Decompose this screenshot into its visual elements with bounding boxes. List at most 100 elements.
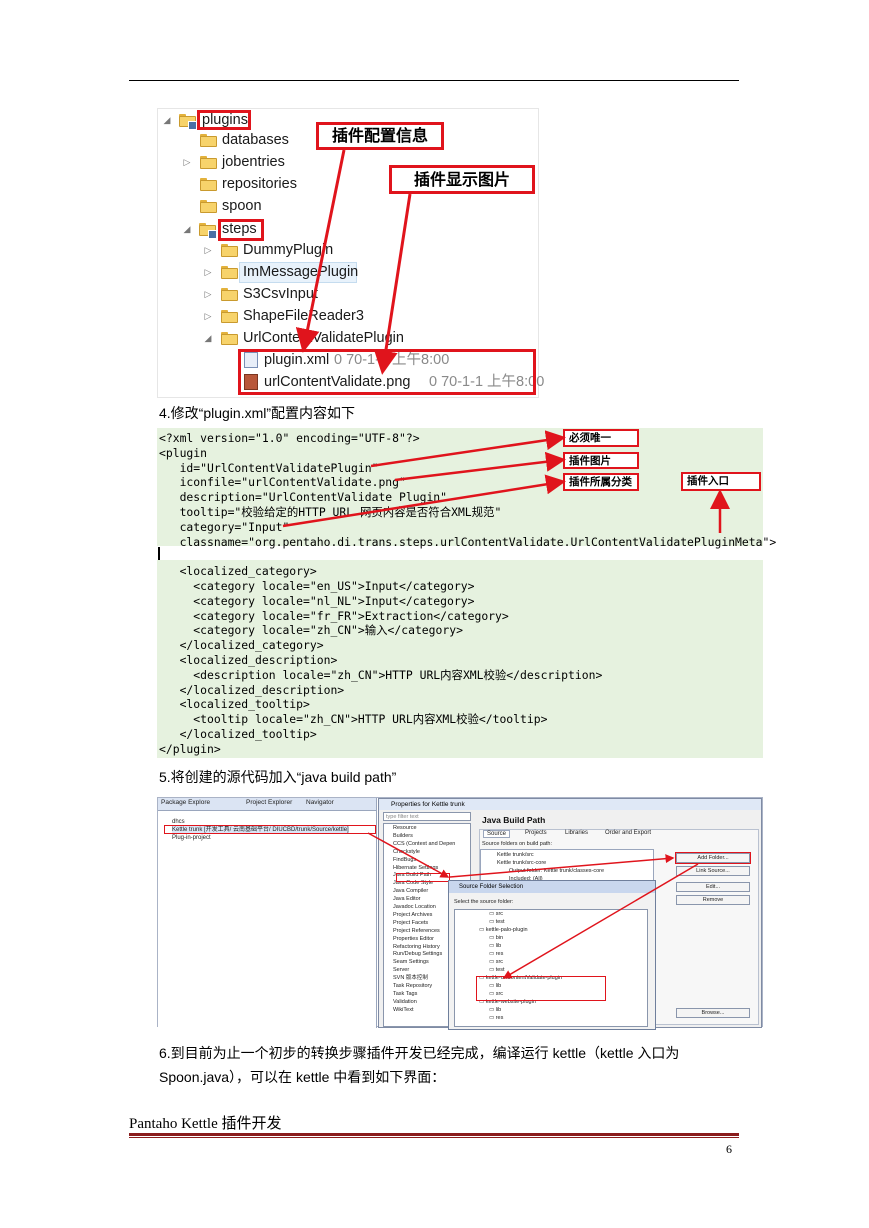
tab-libraries[interactable]: Libraries bbox=[565, 830, 589, 836]
folder-tree-item[interactable]: ▭ res bbox=[489, 951, 504, 957]
header-rule bbox=[129, 80, 739, 81]
project-dhcs[interactable]: dhcs bbox=[172, 819, 185, 825]
arrow-select-folder bbox=[502, 863, 699, 979]
expand-arrow-icon[interactable]: ◢ bbox=[204, 333, 212, 343]
folder-icon bbox=[221, 266, 238, 279]
src-item: Included: (All) bbox=[509, 876, 543, 882]
nav-item[interactable]: Run/Debug Settings bbox=[393, 951, 443, 958]
nav-item[interactable]: Task Tags bbox=[393, 990, 418, 997]
note-image: 插件图片 bbox=[563, 452, 639, 469]
folder-tree-item[interactable]: ▭ lib bbox=[489, 1007, 502, 1013]
folder-tree-item[interactable]: ▭ src bbox=[489, 959, 504, 965]
arrow-config bbox=[295, 149, 346, 353]
project-plugin[interactable]: Plug-in-project bbox=[172, 835, 211, 841]
nav-item[interactable]: Task Repository bbox=[393, 983, 433, 989]
nav-item[interactable]: Java Compiler bbox=[393, 888, 429, 895]
nav-item[interactable]: Project Facets bbox=[393, 919, 429, 926]
figure-build-path: Package Explore Project Explorer Navigat… bbox=[157, 797, 763, 1030]
tree-item-label: spoon bbox=[222, 198, 262, 214]
nav-item[interactable]: Validation bbox=[393, 998, 417, 1005]
nav-item[interactable]: Resource bbox=[393, 825, 417, 831]
nav-item[interactable]: Java Editor bbox=[393, 896, 421, 903]
folder-tree-item[interactable]: ▭ kettle-website-plugin bbox=[479, 999, 536, 1005]
folder-tree-item[interactable]: ▭ test bbox=[489, 919, 505, 925]
nav-item[interactable]: Server bbox=[393, 967, 410, 974]
tab-order-export[interactable]: Order and Export bbox=[605, 830, 652, 836]
package-badge-icon bbox=[208, 230, 217, 239]
folder-tree-item[interactable]: ▭ test bbox=[489, 967, 505, 973]
link-source-button[interactable]: Link Source... bbox=[676, 866, 750, 876]
arrow-add-folder bbox=[449, 854, 675, 878]
highlight-project bbox=[164, 825, 376, 834]
nav-item[interactable]: Checkstyle bbox=[393, 848, 420, 855]
tab-source[interactable]: Source bbox=[483, 830, 511, 838]
expand-arrow-icon[interactable]: ◢ bbox=[163, 115, 171, 125]
highlight-add-folder bbox=[675, 852, 751, 864]
tab-projects[interactable]: Projects bbox=[525, 830, 547, 836]
nav-item[interactable]: Properties Editor bbox=[393, 935, 434, 942]
collapse-arrow-icon[interactable]: ▷ bbox=[204, 289, 212, 299]
page-number: 6 bbox=[726, 1142, 732, 1156]
code-line: <category locale="en_US">Input</category… bbox=[159, 579, 475, 593]
arrow-overlay bbox=[295, 149, 412, 375]
filter-input[interactable]: type filter text bbox=[383, 812, 471, 821]
tab-navigator[interactable]: Navigator bbox=[306, 799, 334, 806]
tab-package-explorer[interactable]: Package Explore bbox=[161, 799, 211, 806]
remove-button[interactable]: Remove bbox=[676, 895, 750, 905]
folder-tree-item[interactable]: ▭ lib bbox=[489, 983, 502, 989]
browse-button[interactable]: Browse... bbox=[676, 1008, 750, 1018]
highlight-plugins bbox=[197, 110, 251, 130]
nav-item[interactable]: SVN 版本控制 bbox=[393, 975, 428, 982]
code-line: tooltip="校验给定的HTTP URL 网页内容是否符合XML规范" bbox=[159, 505, 502, 519]
nav-item[interactable]: Project Archives bbox=[393, 911, 433, 918]
code-line: <?xml version="1.0" encoding="UTF-8"?> bbox=[159, 431, 420, 445]
folder-tree-item[interactable]: ▭ kettle-palo-plugin bbox=[479, 927, 528, 933]
nav-item[interactable]: Java Code Style bbox=[393, 880, 434, 887]
collapse-arrow-icon[interactable]: ▷ bbox=[183, 157, 191, 167]
nav-item[interactable]: WikiText bbox=[393, 1006, 414, 1013]
src-item[interactable]: Kettle trunk/src-core bbox=[497, 860, 547, 866]
folder-tree-item[interactable]: ▭ src bbox=[489, 911, 504, 917]
project-kettle-trunk[interactable]: Kettle trunk [开发工具/ 云南基础平台/ DIUCBD/trunk… bbox=[172, 826, 349, 834]
arrow-unique bbox=[370, 430, 566, 468]
nav-item[interactable]: Refactoring History bbox=[393, 943, 440, 950]
package-badge-icon bbox=[188, 121, 197, 130]
folder-tree-item[interactable]: ▭ kettle-urlContentValidate-plugin bbox=[479, 975, 563, 981]
file-name: plugin.xml bbox=[264, 352, 330, 368]
folder-tree-item[interactable]: ▭ src bbox=[489, 991, 504, 997]
folder-tree-item[interactable]: ▭ res bbox=[489, 1015, 504, 1021]
tree-item-label: DummyPlugin bbox=[243, 242, 334, 258]
nav-item[interactable]: Javadoc Location bbox=[393, 904, 436, 910]
folder-icon bbox=[221, 332, 238, 345]
code-line: id="UrlContentValidatePlugin" bbox=[159, 460, 379, 475]
nav-item[interactable]: Hibernate Settings bbox=[393, 864, 439, 871]
source-folder-tree bbox=[454, 909, 648, 1027]
nav-item[interactable]: Java Build Path bbox=[393, 872, 432, 879]
code-line: </localized_category> bbox=[159, 638, 324, 653]
highlight-plugin-src bbox=[476, 976, 606, 1001]
nav-item[interactable]: FindBugs bbox=[393, 856, 417, 863]
expand-arrow-icon[interactable]: ◢ bbox=[183, 224, 191, 234]
code-line: <localized_description> bbox=[159, 653, 338, 667]
nav-item[interactable]: CCS (Context and Depen bbox=[393, 840, 456, 847]
collapse-arrow-icon[interactable]: ▷ bbox=[204, 245, 212, 255]
tab-project-explorer[interactable]: Project Explorer bbox=[246, 799, 293, 806]
highlight-steps bbox=[218, 219, 264, 241]
nav-item[interactable]: Seam Settings bbox=[393, 959, 429, 966]
collapse-arrow-icon[interactable]: ▷ bbox=[204, 311, 212, 321]
src-item[interactable]: Kettle trunk/src bbox=[497, 852, 534, 858]
collapse-arrow-icon[interactable]: ▷ bbox=[204, 267, 212, 277]
source-folders-label: Source folders on build path: bbox=[482, 841, 553, 847]
code-line: iconfile="urlContentValidate.png" bbox=[159, 475, 406, 490]
nav-item[interactable]: Project References bbox=[393, 927, 440, 934]
add-folder-button[interactable]: Add Folder... bbox=[676, 853, 750, 863]
folder-tree-item[interactable]: ▭ lib bbox=[489, 943, 502, 949]
arrow-overlay bbox=[282, 430, 730, 533]
code-line: </localized_description> bbox=[159, 682, 345, 697]
code-line: classname="org.pentaho.di.trans.steps.ur… bbox=[159, 534, 777, 549]
code-line: <localized_tooltip> bbox=[159, 697, 310, 712]
folder-icon bbox=[221, 244, 238, 257]
edit-button[interactable]: Edit... bbox=[676, 882, 750, 892]
folder-tree-item[interactable]: ▭ bin bbox=[489, 935, 504, 941]
nav-item[interactable]: Builders bbox=[393, 832, 413, 839]
